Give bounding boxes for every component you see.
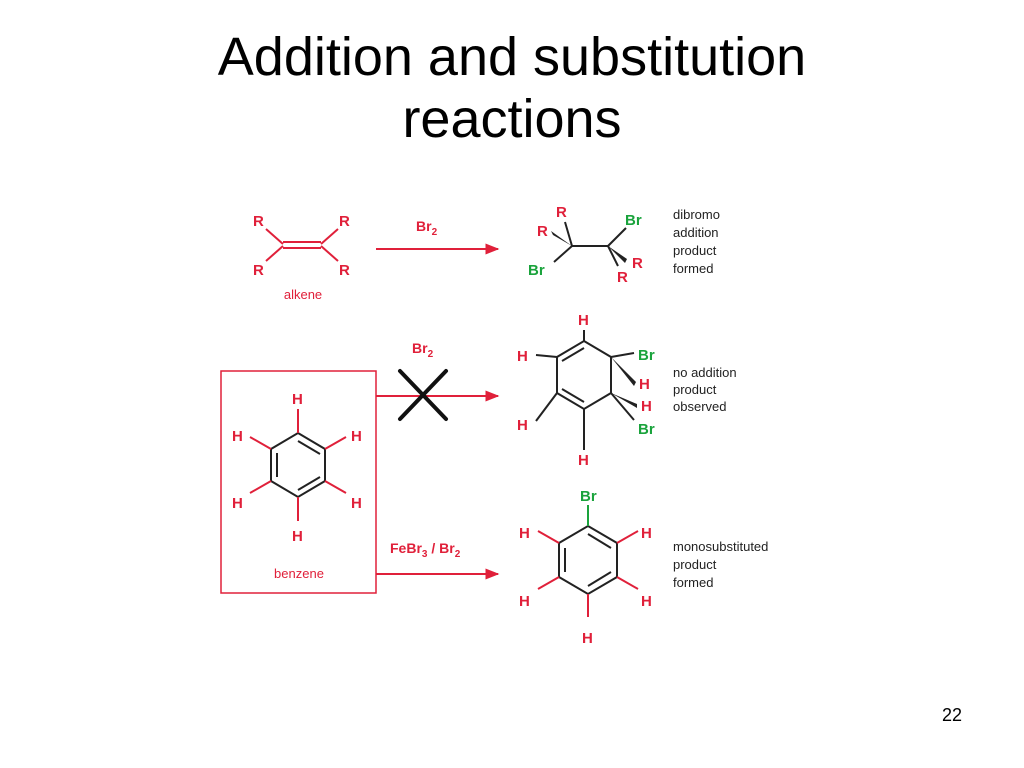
- benzene-h-bottom: H: [292, 528, 303, 545]
- svg-text:product: product: [673, 557, 717, 572]
- product3-h-upper-left: H: [519, 525, 530, 542]
- svg-text:no addition: no addition: [673, 365, 737, 380]
- svg-text:FeBr3 / Br2: FeBr3 / Br2: [390, 540, 461, 560]
- product3-h-lower-right: H: [641, 593, 652, 610]
- svg-text:monosubstituted: monosubstituted: [673, 539, 768, 554]
- addition-product-wedges: [611, 357, 637, 408]
- benzene-h-lower-left: H: [232, 495, 243, 512]
- product2-h-upper-left: H: [517, 348, 528, 365]
- product1-r-left: R: [537, 223, 548, 240]
- slide-title-line-2: reactions: [402, 89, 622, 149]
- alkene-r-top-left: R: [253, 213, 264, 230]
- product1-br-left: Br: [528, 262, 545, 279]
- product2-h-lower-left: H: [517, 417, 528, 434]
- reaction1-reagent: Br2: [416, 218, 438, 238]
- product2-h-top: H: [578, 312, 589, 329]
- benzene-box: [220, 370, 377, 594]
- svg-text:product: product: [673, 243, 717, 258]
- svg-text:observed: observed: [673, 399, 726, 414]
- svg-text:addition: addition: [673, 225, 719, 240]
- reaction1-result-note: dibromo addition product formed: [673, 207, 720, 276]
- reaction3-result-note: monosubstituted product formed: [673, 539, 768, 590]
- dibromo-product-structure: [551, 221, 627, 267]
- alkene-r-top-right: R: [339, 213, 350, 230]
- svg-text:product: product: [673, 382, 717, 397]
- product2-h-right-1: H: [639, 376, 650, 393]
- svg-text:dibromo: dibromo: [673, 207, 720, 222]
- benzene-ring: [270, 431, 326, 499]
- svg-text:formed: formed: [673, 575, 713, 590]
- benzene-h-top: H: [292, 391, 303, 408]
- product2-h-bottom: H: [578, 452, 589, 469]
- alkene-r-bottom-right: R: [339, 262, 350, 279]
- product2-br-lower: Br: [638, 421, 655, 438]
- slide-title: Addition and substitution reactions: [0, 26, 1024, 150]
- addition-product-bonds: [535, 330, 635, 450]
- product1-br-right: Br: [625, 212, 642, 229]
- slide-title-line-1: Addition and substitution: [217, 27, 807, 87]
- product2-h-right-2: H: [641, 398, 652, 415]
- benzene-h-lower-right: H: [351, 495, 362, 512]
- page-number: 22: [941, 705, 962, 725]
- product1-r-top: R: [556, 204, 567, 221]
- svg-text:Br2: Br2: [412, 340, 434, 360]
- bromobenzene-bonds: [537, 505, 639, 617]
- product3-br: Br: [580, 488, 597, 505]
- reaction2-reagent: Br2: [412, 340, 434, 360]
- product1-r-right: R: [632, 255, 643, 272]
- product2-br-upper: Br: [638, 347, 655, 364]
- svg-text:Br2: Br2: [416, 218, 438, 238]
- alkene-structure: [265, 228, 339, 262]
- benzene-ch-bonds: [249, 409, 347, 521]
- product1-r-bottom: R: [617, 269, 628, 286]
- product3-h-bottom: H: [582, 630, 593, 647]
- benzene-label: benzene: [274, 566, 324, 581]
- alkene-r-bottom-left: R: [253, 262, 264, 279]
- benzene-h-upper-left: H: [232, 428, 243, 445]
- svg-text:formed: formed: [673, 261, 713, 276]
- product3-h-upper-right: H: [641, 525, 652, 542]
- alkene-label: alkene: [284, 287, 322, 302]
- reaction3-reagent: FeBr3 / Br2: [390, 540, 461, 560]
- addition-product-ring: [556, 339, 612, 411]
- bromobenzene-ring: [558, 524, 618, 596]
- reaction2-result-note: no addition product observed: [673, 365, 737, 414]
- no-reaction-cross-icon: [398, 369, 448, 421]
- product3-h-lower-left: H: [519, 593, 530, 610]
- benzene-h-upper-right: H: [351, 428, 362, 445]
